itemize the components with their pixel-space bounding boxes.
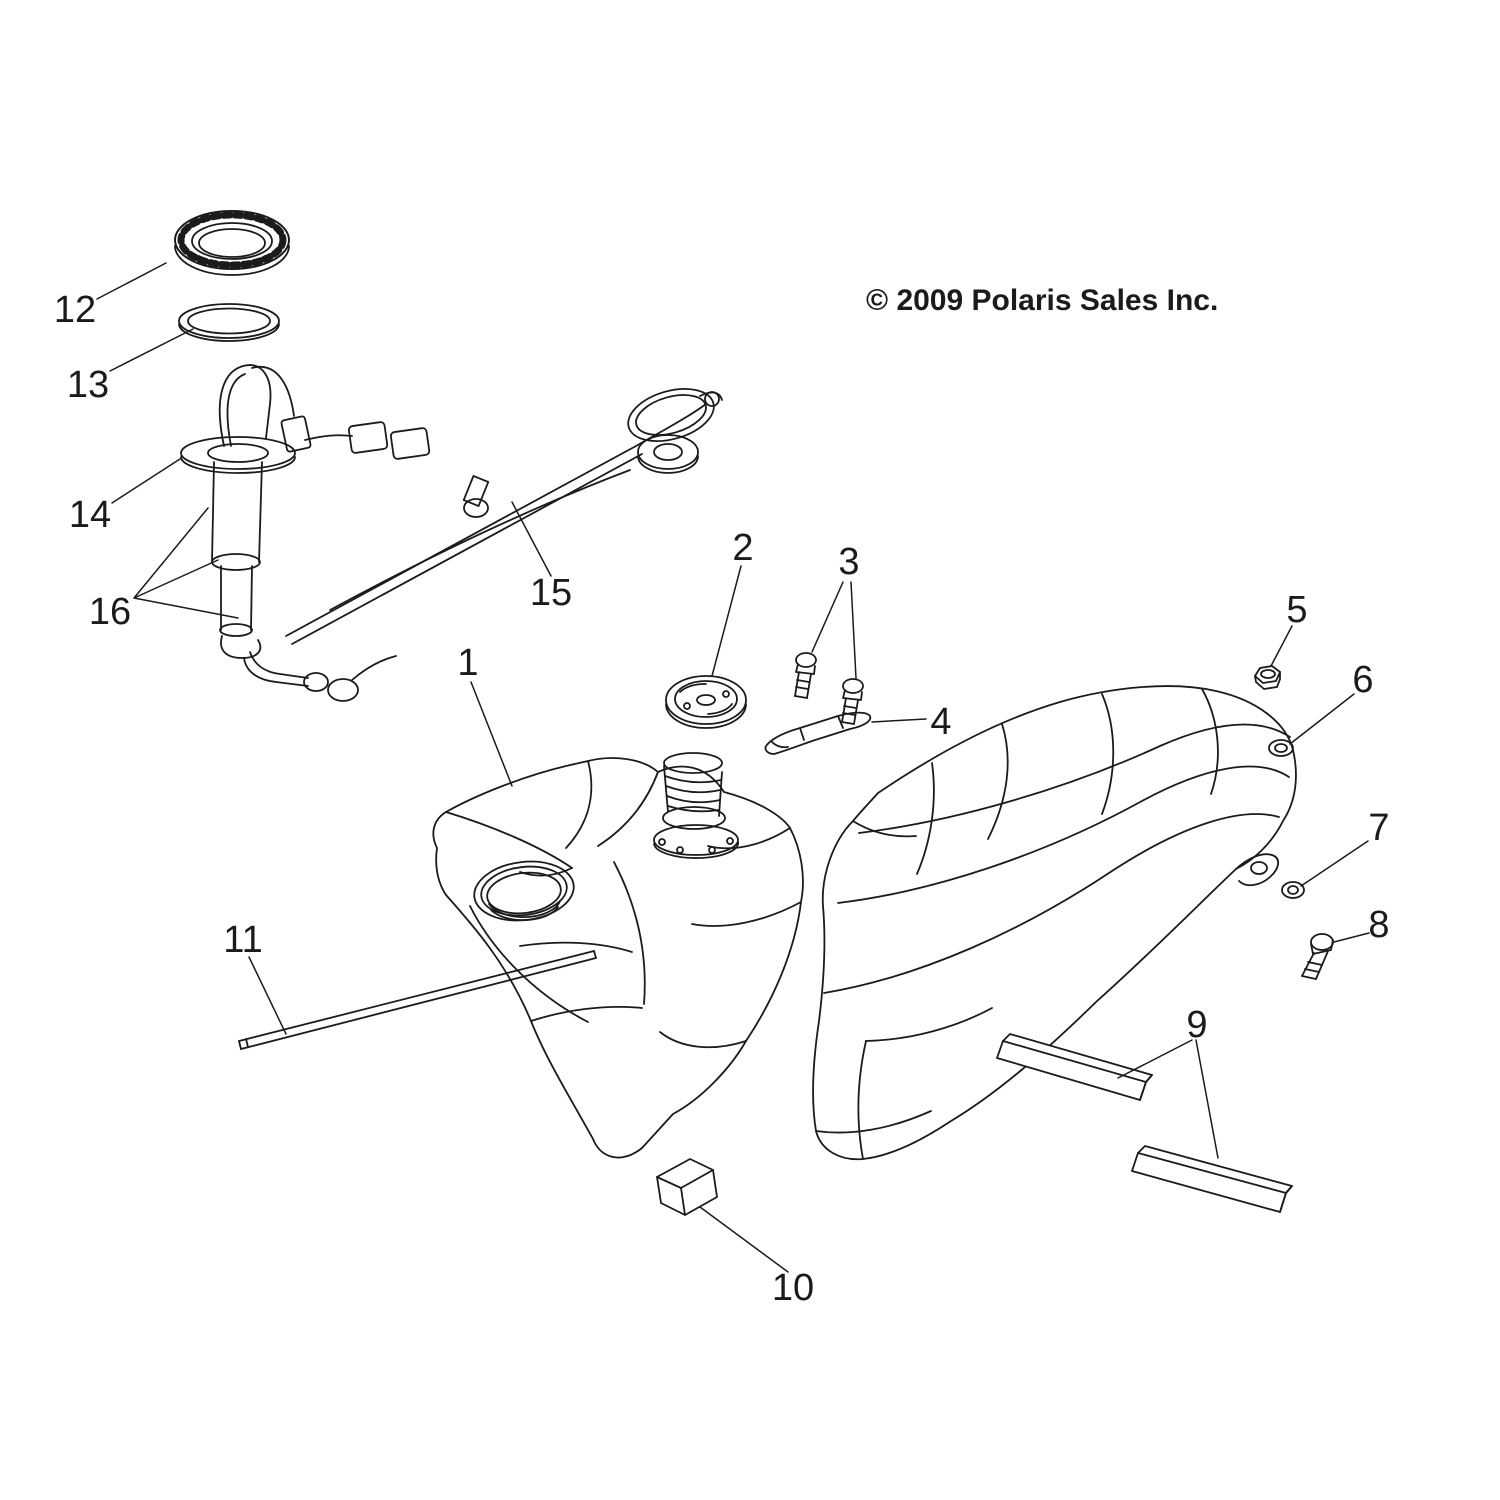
callout-11: 11 bbox=[223, 919, 263, 961]
callout-9: 9 bbox=[1186, 1004, 1208, 1046]
screw-part bbox=[794, 652, 817, 699]
foam-block-part bbox=[656, 1158, 718, 1216]
callout-16: 16 bbox=[88, 591, 132, 633]
callout-2: 2 bbox=[732, 527, 754, 569]
washer-part bbox=[1281, 881, 1305, 899]
callout-5: 5 bbox=[1286, 589, 1308, 631]
callout-8: 8 bbox=[1368, 904, 1390, 946]
callout-1: 1 bbox=[457, 642, 479, 684]
callout-14: 14 bbox=[68, 494, 112, 536]
callout-6: 6 bbox=[1352, 659, 1374, 701]
callout-13: 13 bbox=[66, 364, 110, 406]
rod-part bbox=[238, 950, 597, 1050]
screw-part bbox=[841, 678, 864, 725]
callout-7: 7 bbox=[1368, 807, 1390, 849]
seal-ring-part bbox=[178, 303, 280, 342]
callout-4: 4 bbox=[930, 701, 952, 743]
leader-lines bbox=[96, 262, 1370, 1273]
nut-part bbox=[1254, 665, 1281, 690]
callout-10: 10 bbox=[771, 1267, 815, 1309]
washer-part bbox=[1268, 739, 1294, 757]
fuel-pump-part bbox=[180, 364, 431, 702]
fuel-tank-part bbox=[432, 752, 804, 1159]
fuel-cap-part bbox=[665, 675, 747, 729]
callout-3: 3 bbox=[838, 541, 860, 583]
fuel-lines-part bbox=[285, 388, 723, 645]
bolt-part bbox=[1301, 933, 1334, 980]
foam-strips-part bbox=[996, 1033, 1293, 1213]
callout-12: 12 bbox=[53, 289, 97, 331]
copyright-notice: © 2009 Polaris Sales Inc. bbox=[866, 284, 1219, 317]
bracket-part bbox=[764, 711, 872, 755]
ring-nut-part bbox=[174, 210, 290, 276]
callout-15: 15 bbox=[529, 572, 573, 614]
seat-part bbox=[812, 685, 1297, 1161]
